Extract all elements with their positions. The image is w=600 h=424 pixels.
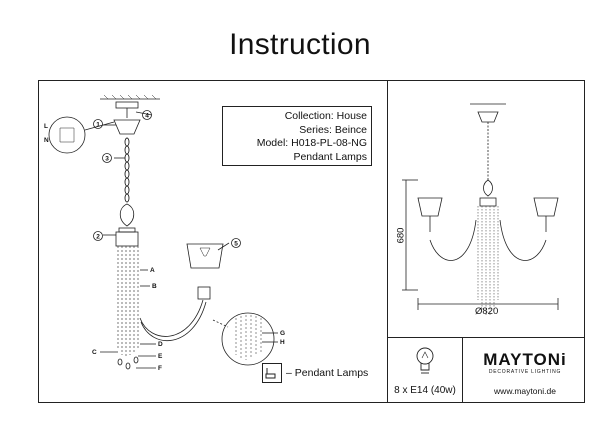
legend-text: – Pendant Lamps [286,367,369,379]
collection-text: Collection: House [284,110,367,122]
diameter-dimension: Ø820 [475,306,499,317]
step-callout-5: 5 [234,241,238,248]
part-callout-N: N [44,137,49,144]
part-callout-H: H [280,339,285,346]
divider-spec [462,337,463,403]
product-info-box: Collection: House Series: Beince Model: … [222,106,372,166]
divider-horizontal [387,337,585,338]
brand-name: MAYTONi [483,350,567,369]
part-callout-F: F [158,365,162,372]
bulb-spec: 8 x E14 (40w) [394,385,456,396]
part-callout-B: B [152,283,157,290]
brand-url: www.maytoni.de [494,386,556,396]
step-callout-1: 1 [96,122,100,129]
type-text: Pendant Lamps [293,150,367,163]
brand-logo: MAYTONi DECORATIVE LIGHTING [466,350,584,375]
part-callout-L: L [44,123,48,130]
series-text: Series: Beince [299,123,367,136]
part-callout-A: A [150,267,155,274]
part-callout-E: E [158,353,163,360]
part-callout-G: G [280,330,285,337]
brand-tagline: DECORATIVE LIGHTING [488,369,562,375]
part-callout-C: C [92,349,97,356]
model-text: Model: H018-PL-08-NG [256,137,367,149]
page-title: Instruction [229,28,371,61]
instruction-frame [38,80,585,403]
legend: – Pendant Lamps [262,361,372,385]
step-callout-4: 4 [145,113,149,120]
step-callout-3: 3 [105,156,109,163]
divider-vertical [387,80,388,403]
step-callout-2: 2 [96,234,100,241]
part-callout-D: D [158,341,163,348]
hanging-lamp-icon [262,363,282,383]
